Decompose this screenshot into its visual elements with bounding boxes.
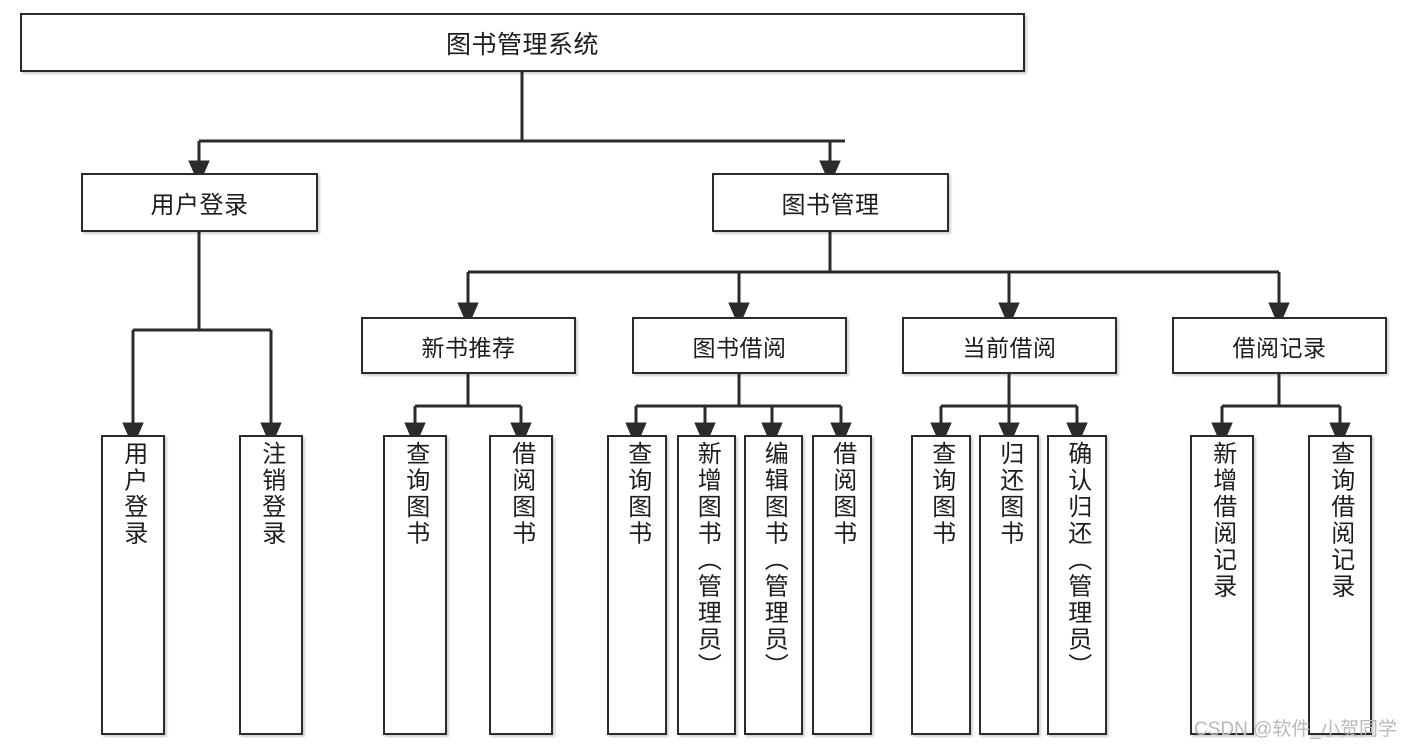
node-root[interactable]: 图书管理系统 — [20, 13, 1025, 72]
node-user-login[interactable]: 用户登录 — [81, 173, 318, 232]
node-leaf-add-record-label: 新增借阅记录 — [1208, 441, 1236, 600]
node-leaf-add-record[interactable]: 新增借阅记录 — [1190, 435, 1254, 735]
node-leaf-borrow-book-1-label: 借阅图书 — [507, 441, 535, 547]
node-current-borrow-label: 当前借阅 — [962, 334, 1057, 361]
node-leaf-add-book-label: 新增图书（管理员） — [693, 441, 721, 680]
node-leaf-return-book[interactable]: 归还图书 — [979, 435, 1039, 735]
node-borrow-record-label: 借阅记录 — [1232, 334, 1327, 361]
node-leaf-borrow-book-2[interactable]: 借阅图书 — [812, 435, 872, 735]
node-leaf-query-book-1[interactable]: 查询图书 — [383, 435, 447, 735]
node-leaf-query-book-3-label: 查询图书 — [927, 441, 955, 547]
node-leaf-confirm-return[interactable]: 确认归还（管理员） — [1047, 435, 1107, 735]
node-leaf-query-record[interactable]: 查询借阅记录 — [1308, 435, 1372, 735]
node-user-login-label: 用户登录 — [150, 192, 249, 219]
node-book-borrow-label: 图书借阅 — [692, 334, 787, 361]
node-leaf-confirm-return-label: 确认归还（管理员） — [1063, 441, 1091, 680]
node-leaf-logout-login-label: 注销登录 — [257, 441, 285, 547]
node-leaf-logout-login[interactable]: 注销登录 — [239, 435, 303, 735]
node-book-management[interactable]: 图书管理 — [712, 173, 949, 232]
node-root-label: 图书管理系统 — [445, 30, 599, 59]
node-book-borrow[interactable]: 图书借阅 — [632, 317, 847, 374]
node-leaf-edit-book[interactable]: 编辑图书（管理员） — [744, 435, 803, 735]
node-leaf-edit-book-label: 编辑图书（管理员） — [760, 441, 788, 680]
node-leaf-query-record-label: 查询借阅记录 — [1326, 441, 1354, 600]
node-leaf-query-book-3[interactable]: 查询图书 — [911, 435, 971, 735]
node-new-book-recommend[interactable]: 新书推荐 — [361, 317, 576, 374]
node-leaf-borrow-book-1[interactable]: 借阅图书 — [489, 435, 553, 735]
node-leaf-query-book-1-label: 查询图书 — [401, 441, 429, 547]
node-book-management-label: 图书管理 — [781, 192, 880, 219]
node-leaf-user-login[interactable]: 用户登录 — [101, 435, 165, 735]
node-borrow-record[interactable]: 借阅记录 — [1172, 317, 1387, 374]
node-leaf-return-book-label: 归还图书 — [995, 441, 1023, 547]
node-leaf-borrow-book-2-label: 借阅图书 — [828, 441, 856, 547]
node-leaf-user-login-label: 用户登录 — [119, 441, 147, 547]
node-leaf-query-book-2-label: 查询图书 — [623, 441, 651, 547]
node-new-book-recommend-label: 新书推荐 — [421, 334, 516, 361]
node-current-borrow[interactable]: 当前借阅 — [902, 317, 1117, 374]
node-leaf-add-book[interactable]: 新增图书（管理员） — [677, 435, 736, 735]
node-leaf-query-book-2[interactable]: 查询图书 — [607, 435, 667, 735]
